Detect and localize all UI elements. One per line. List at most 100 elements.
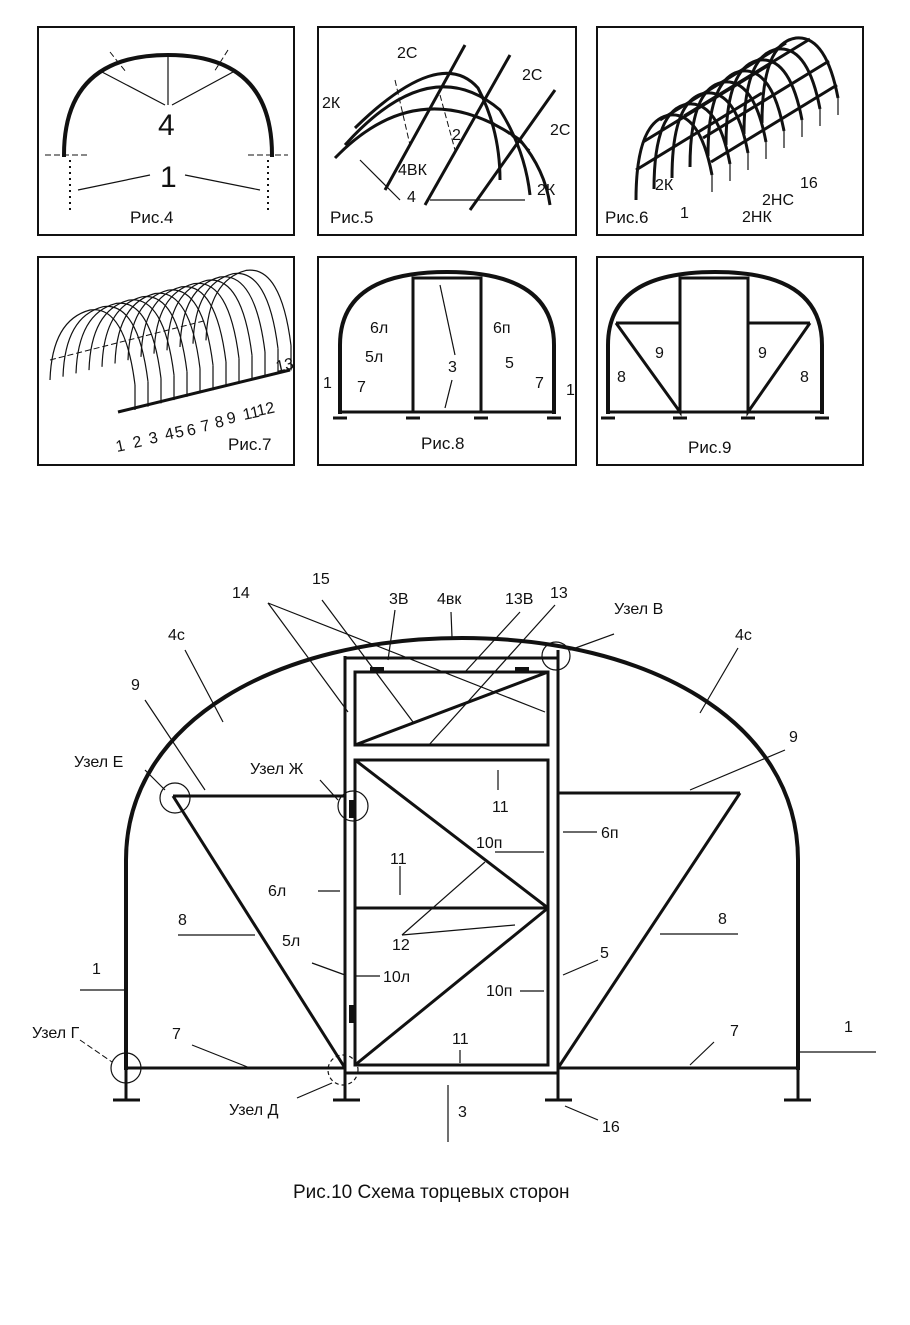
arch-number: 1 bbox=[114, 437, 126, 455]
label-6p: 6п bbox=[493, 320, 511, 337]
end-arch bbox=[606, 269, 824, 414]
arc bbox=[353, 71, 502, 181]
figure-6-caption: Рис.6 bbox=[605, 208, 649, 227]
crossing-mark bbox=[439, 94, 456, 151]
label-10p: 10п bbox=[476, 835, 502, 852]
leader-lines bbox=[79, 599, 876, 1142]
label-2nk: 2НК bbox=[742, 209, 772, 226]
label-10p: 10п bbox=[486, 983, 512, 1000]
figure-9-caption: Рис.9 bbox=[688, 438, 732, 457]
figure-5: 2С 2С 2С 2К 2К 2 4ВК 4 Рис.5 bbox=[317, 26, 577, 236]
label-7: 7 bbox=[172, 1026, 181, 1043]
label-13v: 13В bbox=[505, 591, 533, 608]
arc bbox=[140, 286, 227, 362]
label-8: 8 bbox=[800, 369, 809, 386]
label-11: 11 bbox=[492, 799, 509, 816]
arrow-line bbox=[171, 71, 234, 106]
label-6p: 6п bbox=[601, 825, 619, 842]
node-e-circle bbox=[159, 782, 191, 814]
arch-number: 7 bbox=[199, 417, 211, 435]
base-beam bbox=[117, 368, 291, 414]
label-5l: 5л bbox=[282, 933, 300, 950]
figure-7-frame bbox=[37, 256, 295, 466]
label-9: 9 bbox=[758, 345, 767, 362]
figure-5-caption: Рис.5 bbox=[330, 208, 374, 227]
figure-8: 6л 6п 5л 5 3 1 1 7 7 Рис.8 bbox=[317, 256, 577, 466]
label-2c: 2С bbox=[550, 122, 570, 139]
stringer bbox=[635, 91, 763, 172]
label-2k: 2К bbox=[322, 95, 341, 112]
figure-8-caption: Рис.8 bbox=[421, 434, 465, 453]
arc bbox=[101, 295, 188, 372]
label-2k: 2К bbox=[537, 182, 556, 199]
label-node-g: Узел Г bbox=[32, 1025, 80, 1042]
figure-4: 4 1 Рис.4 bbox=[37, 26, 295, 236]
arc bbox=[205, 269, 292, 346]
label-4c: 4с bbox=[735, 627, 752, 644]
label-8: 8 bbox=[617, 369, 626, 386]
label-15: 15 bbox=[312, 571, 330, 588]
label-5: 5 bbox=[600, 945, 609, 962]
label-8: 8 bbox=[718, 911, 727, 928]
label-1: 1 bbox=[160, 161, 177, 194]
arc bbox=[192, 272, 279, 349]
end-arch bbox=[338, 269, 556, 414]
door-brace-upper bbox=[354, 758, 549, 910]
arch-number: 6 bbox=[185, 421, 197, 439]
label-9: 9 bbox=[789, 729, 798, 746]
figure-6: 2К 2НС 2НК 1 16 Рис.6 bbox=[596, 26, 864, 236]
arrow-line bbox=[101, 71, 166, 106]
label-4vk: 4вк bbox=[437, 591, 462, 608]
figure-8-frame bbox=[317, 256, 577, 466]
label-1: 1 bbox=[680, 205, 689, 222]
label-16: 16 bbox=[602, 1119, 620, 1136]
arc bbox=[179, 276, 266, 353]
label-9: 9 bbox=[655, 345, 664, 362]
label-13: 13 bbox=[550, 585, 568, 602]
label-10l: 10л bbox=[383, 969, 410, 986]
label-1: 1 bbox=[323, 375, 332, 392]
label-node-v: Узел В bbox=[614, 601, 663, 618]
label-node-zh: Узел Ж bbox=[250, 761, 304, 778]
arch-number: 8 bbox=[213, 413, 225, 431]
node-v-circle bbox=[541, 641, 571, 671]
hinge bbox=[349, 1005, 354, 1023]
label-3v: 3В bbox=[389, 591, 409, 608]
label-11: 11 bbox=[390, 851, 407, 868]
figure-9-frame bbox=[596, 256, 864, 466]
leader-line bbox=[444, 379, 453, 409]
transom-frame bbox=[353, 670, 550, 747]
stringer bbox=[702, 59, 830, 140]
node-zh-circle bbox=[337, 790, 369, 822]
label-12: 12 bbox=[392, 937, 410, 954]
label-2c: 2С bbox=[397, 45, 417, 62]
label-14: 14 bbox=[232, 585, 250, 602]
crossing-mark bbox=[489, 119, 531, 151]
arrow-line bbox=[184, 174, 261, 191]
label-4c: 4с bbox=[168, 627, 185, 644]
door-leaf bbox=[353, 758, 550, 1067]
arch-number: 4 bbox=[163, 425, 175, 443]
arrow-line bbox=[77, 174, 151, 191]
node-d-circle bbox=[327, 1054, 359, 1086]
label-9: 9 bbox=[131, 677, 140, 694]
label-16: 16 bbox=[800, 175, 818, 192]
figure-10: 3В 4вк 13В 13 14 15 Узел В 4с 4с 9 9 Узе… bbox=[32, 571, 876, 1203]
label-3: 3 bbox=[458, 1104, 467, 1121]
arch-number: 9 bbox=[225, 409, 237, 427]
brace-8-left bbox=[171, 795, 347, 1069]
stringer bbox=[683, 37, 811, 118]
arc bbox=[49, 309, 136, 386]
label-node-d: Узел Д bbox=[229, 1102, 279, 1119]
stringer bbox=[710, 83, 838, 164]
label-4: 4 bbox=[158, 109, 175, 142]
stringer bbox=[468, 89, 557, 211]
hinge bbox=[349, 800, 354, 818]
left-brace bbox=[614, 321, 682, 417]
label-3: 3 bbox=[448, 359, 457, 376]
arc bbox=[343, 85, 532, 196]
node-g-circle bbox=[110, 1052, 142, 1084]
figure-6-frame bbox=[596, 26, 864, 236]
arc bbox=[62, 305, 149, 382]
